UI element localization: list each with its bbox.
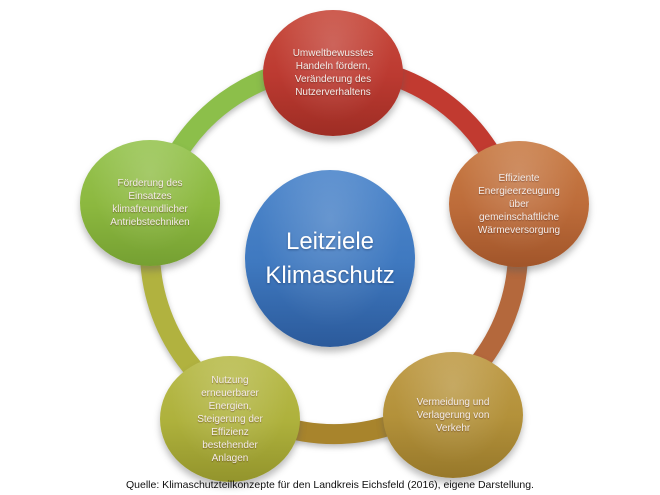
- node-label: Effiziente Energieerzeugung über gemeins…: [477, 172, 561, 236]
- node-label: Nutzung erneuerbarer Energien, Steigerun…: [197, 374, 263, 464]
- node-erneuerbare-energien: Nutzung erneuerbarer Energien, Steigerun…: [160, 356, 300, 482]
- source-caption: Quelle: Klimaschutzteilkonzepte für den …: [126, 479, 534, 491]
- node-klimafreundliche-antriebstechniken: Förderung des Einsatzes klimafreundliche…: [80, 140, 220, 266]
- node-label: Vermeidung und Verlagerung von Verkehr: [416, 396, 490, 434]
- node-label: Förderung des Einsatzes klimafreundliche…: [110, 178, 190, 228]
- node-effiziente-energieerzeugung: Effiziente Energieerzeugung über gemeins…: [449, 141, 589, 267]
- node-umweltbewusstes-handeln: Umweltbewusstes Handeln fördern, Verände…: [263, 10, 403, 136]
- node-label: Umweltbewusstes Handeln fördern, Verände…: [292, 48, 374, 98]
- node-vermeidung-verkehr: Vermeidung und Verlagerung von Verkehr: [383, 352, 523, 478]
- center-node-leitziele: Leitziele Klimaschutz: [245, 170, 415, 347]
- center-node-label: Leitziele Klimaschutz: [265, 227, 395, 289]
